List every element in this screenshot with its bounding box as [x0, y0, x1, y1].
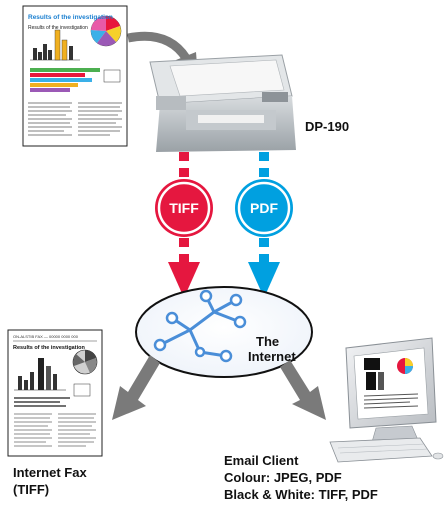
scanned-doc-title: Results of the investigation — [28, 14, 113, 21]
scanner-device — [149, 54, 296, 152]
email-label-line2: Colour: JPEG, PDF — [224, 470, 342, 485]
fax-doc-title: Results of the investigation — [13, 345, 85, 351]
device-label: DP-190 — [305, 119, 350, 134]
email-label-line3: Black & White: TIFF, PDF — [224, 487, 378, 502]
keyboard-keys — [337, 443, 429, 454]
scanned-doc-pie — [90, 15, 122, 47]
fax-text-lines — [14, 413, 96, 447]
internet-label-line1: The — [256, 334, 280, 349]
scanned-document — [22, 5, 128, 147]
fax-header: ON-ALSTIB FAX — 00000 0000 000 — [13, 334, 78, 339]
internet-cloud — [135, 286, 313, 378]
fax-label-line1: Internet Fax — [13, 465, 87, 480]
scanned-doc-subtitle: Results of the investigation — [28, 25, 88, 31]
fax-gray-bars — [14, 397, 70, 407]
pdf-path — [235, 152, 293, 298]
scanned-doc-color-bars — [30, 68, 121, 92]
scanned-doc-bar-chart — [30, 29, 80, 61]
arrow-to-fax — [112, 355, 160, 420]
screen-document — [363, 358, 419, 409]
internet-label-line2: Internet — [248, 349, 296, 364]
mouse — [432, 452, 444, 460]
fax-document — [7, 329, 103, 457]
fax-label-line2: (TIFF) — [13, 482, 50, 497]
fax-bar-chart — [14, 358, 66, 391]
fax-pie — [72, 349, 98, 375]
arrows-to-outputs — [112, 355, 326, 420]
arrow-to-email — [280, 360, 326, 420]
email-label-line1: Email Client — [224, 453, 299, 468]
tiff-path — [155, 152, 213, 298]
scanned-doc-text-lines — [28, 102, 122, 136]
tiff-label: TIFF — [169, 200, 199, 216]
pdf-label: PDF — [250, 200, 278, 216]
computer — [329, 337, 444, 463]
network-nodes — [153, 289, 247, 363]
